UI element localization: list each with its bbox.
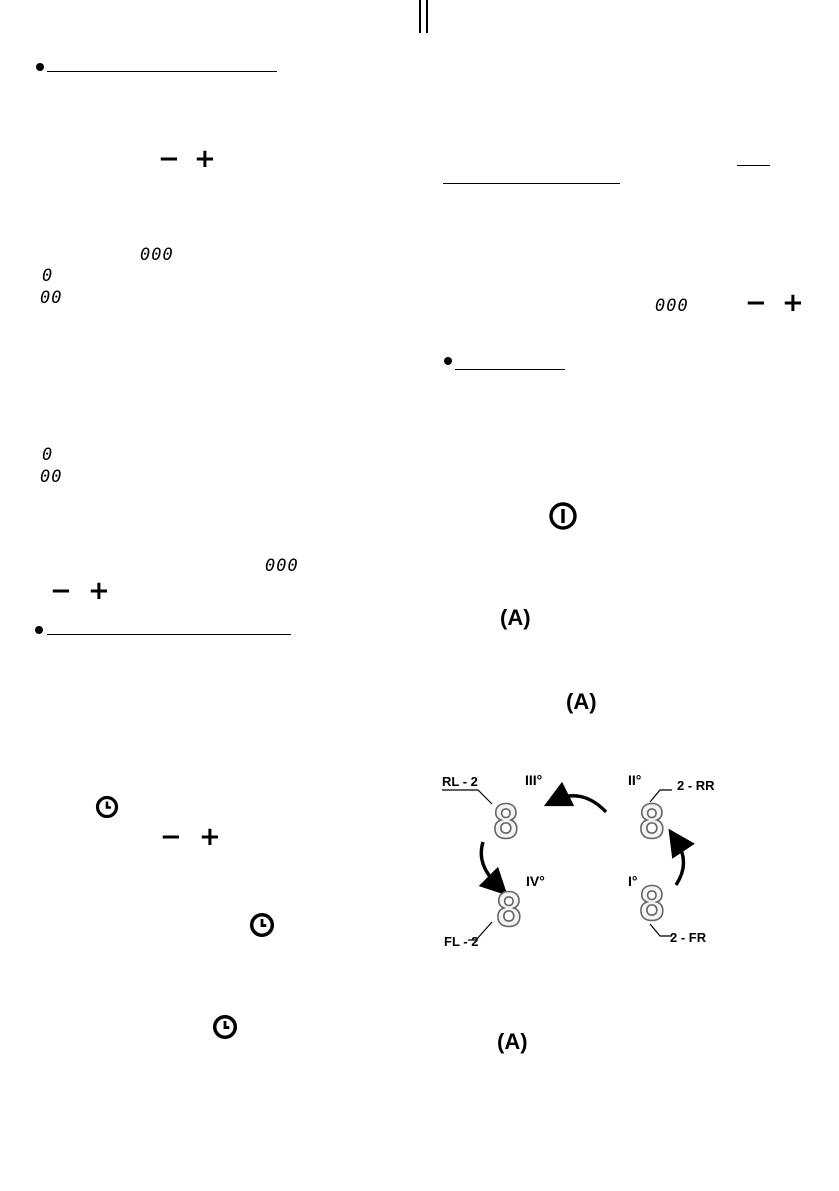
section-heading-underline-2: [47, 634, 291, 635]
plus-icon: +: [782, 288, 804, 318]
display-000: 000: [140, 245, 174, 265]
timer-icon: [249, 912, 275, 938]
leader-line-fl: [468, 921, 493, 941]
zone-label-rl: RL - 2: [442, 774, 478, 789]
section-bullet-2: [35, 626, 43, 634]
leader-line-rl: [442, 789, 493, 805]
minus-icon: −: [160, 822, 182, 852]
text-underline-long: [443, 183, 620, 184]
plus-icon: +: [194, 144, 216, 174]
top-edge-mark-right: [426, 0, 428, 33]
auto-button-icon: (A): [566, 689, 597, 714]
zone-label-fr: 2 - FR: [670, 930, 707, 945]
power-icon: [549, 502, 577, 530]
zone-level-rr: II°: [628, 772, 641, 788]
leader-line-rr: [649, 789, 672, 803]
arrow-i-to-ii: [668, 828, 695, 886]
cooking-zone-diagram: 8 8 8 8 RL - 2 III° II° 2 - RR IV° I° FL…: [442, 772, 715, 949]
display-0: 0: [42, 445, 54, 465]
zone-label-rr: 2 - RR: [677, 778, 715, 793]
auto-button-label: A: [507, 605, 524, 630]
zone-digit-rl: 8: [492, 795, 520, 849]
leader-line-fr: [649, 923, 672, 937]
auto-button-label: A: [504, 1029, 521, 1054]
display-00: 00: [40, 467, 63, 487]
minus-icon: −: [50, 576, 72, 606]
section-bullet-1: [36, 63, 44, 71]
zone-digit-fr: 8: [638, 877, 666, 931]
display-0: 0: [42, 266, 54, 286]
display-00: 00: [40, 288, 63, 308]
minus-icon: −: [158, 144, 180, 174]
zone-level-fr: I°: [628, 873, 638, 889]
zone-digit-rr: 8: [638, 795, 666, 849]
section-bullet-3: [444, 357, 452, 365]
auto-button-icon: (A): [500, 605, 531, 630]
minus-icon: −: [745, 288, 767, 318]
timer-icon: [212, 1014, 238, 1040]
top-edge-mark-left: [419, 0, 421, 33]
display-000: 000: [265, 556, 299, 576]
arrow-iii-to-iv: [478, 841, 508, 896]
arrow-ii-to-iii: [543, 781, 608, 814]
plus-icon: +: [199, 822, 221, 852]
zone-label-fl: FL - 2: [444, 934, 478, 949]
auto-button-label: A: [573, 689, 590, 714]
text-underline-short: [737, 165, 770, 166]
display-000: 000: [655, 296, 689, 316]
zone-digit-fl: 8: [495, 883, 523, 937]
section-heading-underline-1: [47, 71, 277, 72]
section-heading-underline-3: [455, 369, 565, 370]
timer-icon: [95, 795, 119, 819]
plus-icon: +: [88, 576, 110, 606]
zone-level-rl: III°: [525, 772, 542, 788]
zone-level-fl: IV°: [526, 873, 545, 889]
auto-button-icon: (A): [497, 1029, 528, 1054]
